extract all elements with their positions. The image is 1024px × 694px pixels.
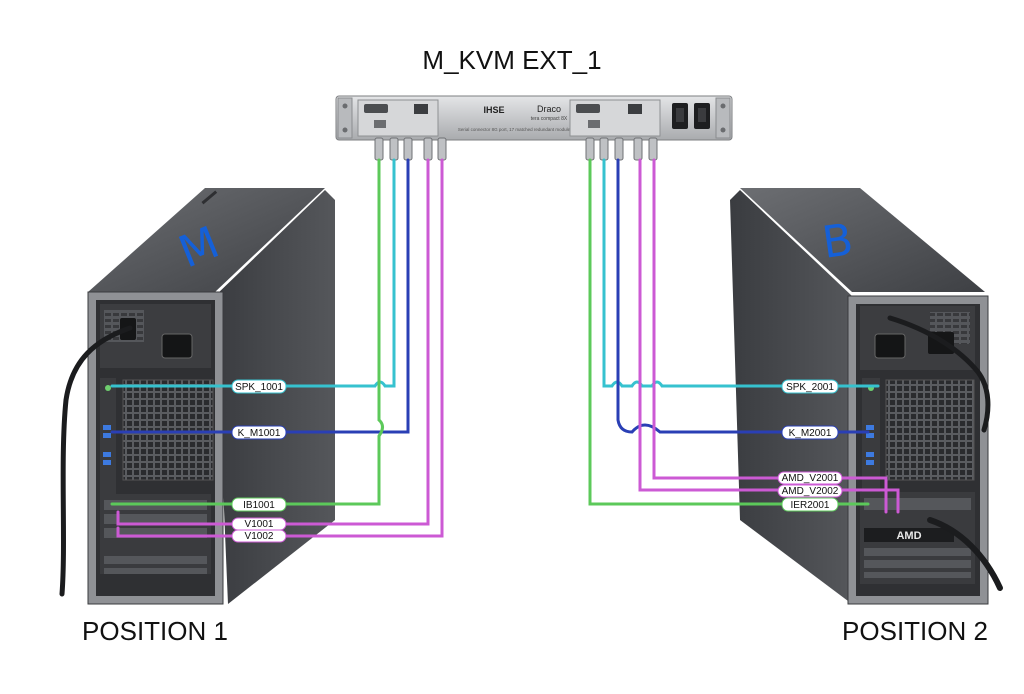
- svg-text:V1001: V1001: [245, 519, 274, 530]
- cable-label-v1001: V1001: [231, 517, 287, 531]
- svg-text:IB1001: IB1001: [243, 500, 275, 511]
- position-2-label: POSITION 2: [842, 616, 988, 646]
- device-fine-print: Serial connector 8G port, 17 matched red…: [458, 127, 571, 132]
- computer-position-1: M: [87, 188, 335, 605]
- kvm-extender-device: IHSE Draco tera compact 8X Serial connec…: [335, 95, 733, 141]
- device-model: Draco: [537, 104, 561, 114]
- handwritten-mark-b: B: [819, 214, 856, 269]
- cable-km-1001: [110, 158, 410, 434]
- cable-label-ib-1001: IB1001: [231, 497, 287, 512]
- device-connectors: [374, 137, 658, 161]
- cable-ier-2001: [588, 158, 870, 506]
- svg-text:K_M2001: K_M2001: [789, 428, 832, 439]
- svg-text:SPK_2001: SPK_2001: [786, 382, 834, 393]
- cable-label-spk-1001: SPK_1001: [231, 379, 287, 394]
- svg-text:IER2001: IER2001: [791, 500, 830, 511]
- svg-text:K_M1001: K_M1001: [238, 428, 281, 439]
- svg-text:AMD_V2001: AMD_V2001: [782, 473, 839, 484]
- device-brand: IHSE: [483, 105, 504, 115]
- display-cable-right: [927, 517, 1003, 591]
- position-1-label: POSITION 1: [82, 616, 228, 646]
- cable-label-amd-v2001: AMD_V2001: [777, 471, 843, 485]
- cable-label-v1002: V1002: [231, 529, 287, 543]
- cable-ib-1001: [110, 158, 384, 506]
- power-cable-left: [59, 325, 133, 597]
- computer-position-2: AMD B: [730, 188, 989, 605]
- cable-spk-1001: [110, 158, 396, 388]
- device-model-sub: tera compact 8X: [531, 116, 568, 122]
- cable-label-ier-2001: IER2001: [781, 497, 839, 512]
- cable-label-amd-v2002: AMD_V2002: [777, 484, 843, 498]
- cable-label-spk-2001: SPK_2001: [781, 379, 839, 394]
- cable-amd-v2001: [638, 158, 900, 514]
- svg-text:V1002: V1002: [245, 531, 274, 542]
- svg-text:AMD_V2002: AMD_V2002: [782, 486, 839, 497]
- gpu-brand-label: AMD: [896, 530, 921, 542]
- cable-label-km-1001: K_M1001: [231, 425, 287, 440]
- cable-label-km-2001: K_M2001: [781, 425, 839, 440]
- power-cable-right: [887, 315, 991, 433]
- svg-text:SPK_1001: SPK_1001: [235, 382, 283, 393]
- cable-spk-2001: [602, 158, 880, 388]
- cables-right: [588, 158, 900, 514]
- diagram-title: M_KVM EXT_1: [422, 45, 601, 75]
- cable-amd-v2002: [652, 158, 888, 514]
